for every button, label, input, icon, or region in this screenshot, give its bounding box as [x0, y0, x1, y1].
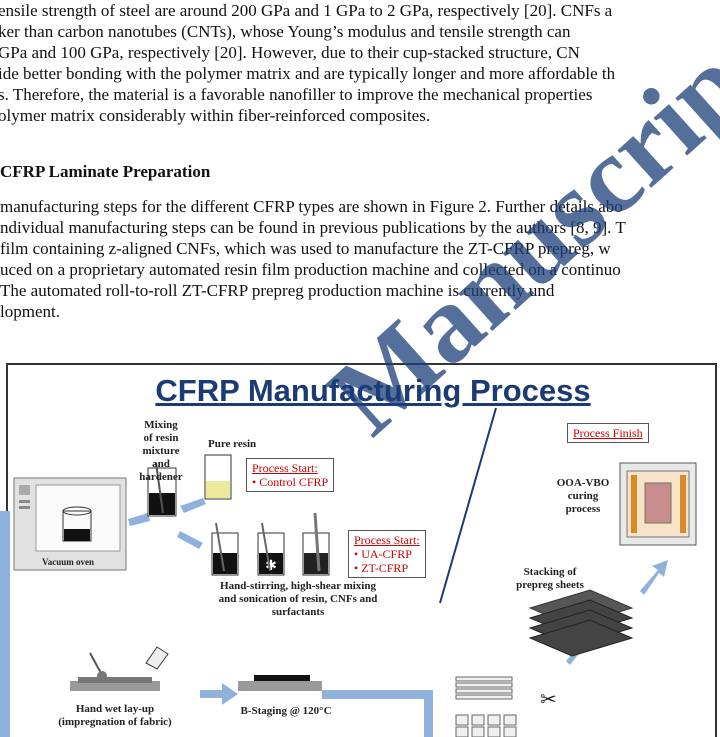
paragraph-2: manufacturing steps for the different CF…	[0, 196, 720, 322]
section-heading: CFRP Laminate Preparation	[0, 162, 211, 181]
paragraph-line: manufacturing steps for the different CF…	[0, 197, 623, 216]
process-start-cnf-box: Process Start: • UA-CFRP • ZT-CFRP	[348, 530, 426, 578]
paragraph-line: s. Therefore, the material is a favorabl…	[0, 85, 593, 104]
process-start-control-box: Process Start: • Control CFRP	[246, 458, 335, 492]
process-start-heading: Process Start:	[252, 461, 318, 475]
paragraph-line: ensile strength of steel are around 200 …	[0, 1, 613, 20]
b-staging-label: B-Staging @ 120°C	[240, 705, 332, 717]
process-start-heading: Process Start:	[354, 533, 420, 547]
paragraph-line: GPa and 100 GPa, respectively [20]. Howe…	[0, 43, 580, 62]
process-finish-heading: Process Finish	[573, 426, 643, 440]
process-finish-box: Process Finish	[567, 423, 649, 443]
vacuum-oven-label: Vacuum oven	[42, 557, 94, 567]
paragraph-line: ide better bonding with the polymer matr…	[0, 64, 616, 83]
paragraph-line: lopment.	[0, 302, 60, 321]
paragraph-line: uced on a proprietary automated resin fi…	[0, 260, 621, 279]
svg-text:✂: ✂	[540, 689, 557, 711]
paragraph-line: ndividual manufacturing steps can be fou…	[0, 218, 626, 237]
ooa-label: OOA-VBO curing process	[556, 477, 610, 515]
paragraph-1: ensile strength of steel are around 200 …	[0, 0, 720, 126]
process-start-item: • ZT-CFRP	[354, 561, 409, 575]
pure-resin-label: Pure resin	[208, 438, 257, 450]
process-start-item: • UA-CFRP	[354, 547, 412, 561]
figure-graphics: ✱	[0, 407, 697, 737]
process-start-item: • Control CFRP	[252, 475, 329, 489]
mixing-label: Mixing of resin mixture and hardener	[139, 419, 183, 483]
hand-wet-label: Hand wet lay-up (impregnation of fabric)	[58, 703, 172, 728]
hand-stirring-label: Hand-stirring, high-shear mixing and son…	[218, 580, 378, 618]
figure-2: ✱	[0, 363, 720, 737]
figure-title: CFRP Manufacturing Process	[155, 373, 591, 408]
paragraph-line: The automated roll-to-roll ZT-CFRP prepr…	[0, 281, 555, 300]
paragraph-line: olymer matrix considerably within fiber-…	[0, 106, 431, 125]
paragraph-line: ker than carbon nanotubes (CNTs), whose …	[0, 22, 571, 41]
paragraph-line: film containing z-aligned CNFs, which wa…	[0, 239, 611, 258]
stacking-label: Stacking of prepreg sheets	[516, 566, 584, 591]
svg-text:✱: ✱	[265, 559, 277, 574]
